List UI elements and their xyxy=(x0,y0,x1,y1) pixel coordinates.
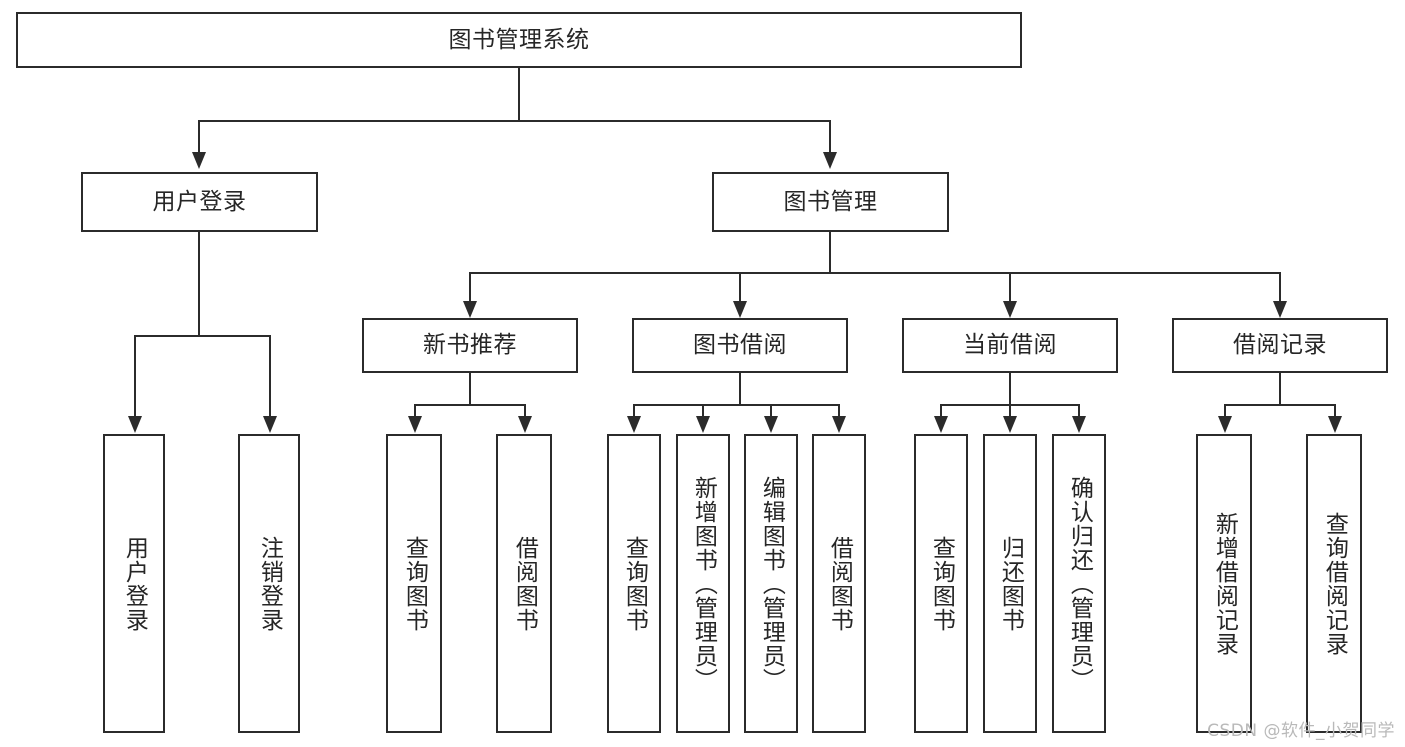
leaf-borrow-borrow-book[interactable]: 借阅图书 xyxy=(812,434,866,733)
arrowhead-borrow-leaf-2 xyxy=(696,416,710,433)
edge-recommend-stem xyxy=(469,373,471,405)
leaf-label: 新增借阅记录 xyxy=(1211,511,1238,656)
edge-recommend-bar xyxy=(414,404,525,406)
edge-bookmgmt-to-l3-1 xyxy=(469,272,471,302)
edge-current-to-leaf-2 xyxy=(1009,404,1011,417)
arrowhead-borrow-leaf-4 xyxy=(832,416,846,433)
arrowhead-record-leaf-1 xyxy=(1218,416,1232,433)
arrowhead-current-leaf-2 xyxy=(1003,416,1017,433)
edge-record-stem xyxy=(1279,373,1281,405)
leaf-label: 注销登录 xyxy=(256,535,283,632)
arrowhead-login-leaf-1 xyxy=(128,416,142,433)
leaf-label: 新增图书（管理员） xyxy=(690,475,717,692)
arrowhead-current-leaf-1 xyxy=(934,416,948,433)
leaf-current-confirm-return-admin[interactable]: 确认归还（管理员） xyxy=(1052,434,1106,733)
leaf-label: 查询图书 xyxy=(401,535,428,632)
edge-login-to-leaf-2 xyxy=(269,335,271,417)
node-label: 用户登录 xyxy=(152,188,247,215)
arrowhead-recommend-leaf-1 xyxy=(408,416,422,433)
edge-borrow-to-leaf-3 xyxy=(770,404,772,417)
arrowhead-record-leaf-2 xyxy=(1328,416,1342,433)
edge-login-to-leaf-1 xyxy=(134,335,136,417)
edge-recommend-to-leaf-1 xyxy=(414,404,416,417)
node-label: 图书管理系统 xyxy=(448,26,590,53)
watermark-text: CSDN @软件_小贺同学 xyxy=(1207,721,1395,741)
node-label: 当前借阅 xyxy=(963,332,1057,358)
arrowhead-l3-1 xyxy=(463,301,477,318)
arrowhead-l3-3 xyxy=(1003,301,1017,318)
node-label: 图书管理 xyxy=(783,188,878,215)
node-borrow-record[interactable]: 借阅记录 xyxy=(1172,318,1388,373)
edge-borrow-to-leaf-1 xyxy=(633,404,635,417)
edge-borrow-bar xyxy=(633,404,839,406)
arrowhead-root-to-bookmgmt xyxy=(823,152,837,169)
edge-record-to-leaf-2 xyxy=(1334,404,1336,417)
arrowhead-recommend-leaf-2 xyxy=(518,416,532,433)
edge-bookmgmt-to-l3-3 xyxy=(1009,272,1011,302)
edge-borrow-to-leaf-4 xyxy=(838,404,840,417)
arrowhead-l3-4 xyxy=(1273,301,1287,318)
edge-root-to-login xyxy=(198,120,200,153)
edge-recommend-to-leaf-2 xyxy=(524,404,526,417)
node-new-book-recommend[interactable]: 新书推荐 xyxy=(362,318,578,373)
leaf-recommend-query-book[interactable]: 查询图书 xyxy=(386,434,442,733)
leaf-current-query-book[interactable]: 查询图书 xyxy=(914,434,968,733)
edge-root-bar xyxy=(198,120,831,122)
edge-login-stem xyxy=(198,232,200,336)
leaf-label: 归还图书 xyxy=(997,535,1024,632)
leaf-label: 借阅图书 xyxy=(826,535,853,632)
leaf-label: 借阅图书 xyxy=(511,535,538,632)
node-current-borrow[interactable]: 当前借阅 xyxy=(902,318,1118,373)
node-book-borrow[interactable]: 图书借阅 xyxy=(632,318,848,373)
node-user-login[interactable]: 用户登录 xyxy=(81,172,318,232)
arrowhead-borrow-leaf-3 xyxy=(764,416,778,433)
leaf-borrow-add-book-admin[interactable]: 新增图书（管理员） xyxy=(676,434,730,733)
leaf-record-add-borrow-record[interactable]: 新增借阅记录 xyxy=(1196,434,1252,733)
leaf-current-return-book[interactable]: 归还图书 xyxy=(983,434,1037,733)
leaf-borrow-edit-book-admin[interactable]: 编辑图书（管理员） xyxy=(744,434,798,733)
edge-bookmgmt-to-l3-2 xyxy=(739,272,741,302)
edge-borrow-stem xyxy=(739,373,741,405)
arrowhead-current-leaf-3 xyxy=(1072,416,1086,433)
edge-bookmgmt-stem xyxy=(829,232,831,273)
arrowhead-login-leaf-2 xyxy=(263,416,277,433)
leaf-label: 用户登录 xyxy=(121,535,148,632)
edge-record-to-leaf-1 xyxy=(1224,404,1226,417)
leaf-label: 查询图书 xyxy=(621,535,648,632)
leaf-borrow-query-book[interactable]: 查询图书 xyxy=(607,434,661,733)
arrowhead-borrow-leaf-1 xyxy=(627,416,641,433)
arrowhead-root-to-login xyxy=(192,152,206,169)
leaf-user-login[interactable]: 用户登录 xyxy=(103,434,165,733)
leaf-recommend-borrow-book[interactable]: 借阅图书 xyxy=(496,434,552,733)
leaf-record-query-borrow-record[interactable]: 查询借阅记录 xyxy=(1306,434,1362,733)
edge-root-stem xyxy=(518,68,520,121)
node-label: 借阅记录 xyxy=(1233,332,1327,358)
edge-bookmgmt-bar xyxy=(469,272,1281,274)
leaf-label: 查询借阅记录 xyxy=(1321,511,1348,656)
edge-bookmgmt-to-l3-4 xyxy=(1279,272,1281,302)
leaf-label: 确认归还（管理员） xyxy=(1066,475,1093,692)
node-root-system[interactable]: 图书管理系统 xyxy=(16,12,1022,68)
edge-current-to-leaf-3 xyxy=(1078,404,1080,417)
leaf-label: 查询图书 xyxy=(928,535,955,632)
edge-record-bar xyxy=(1224,404,1335,406)
edge-root-to-bookmgmt xyxy=(829,120,831,153)
edge-current-stem xyxy=(1009,373,1011,405)
node-label: 图书借阅 xyxy=(693,332,787,358)
edge-current-to-leaf-1 xyxy=(940,404,942,417)
arrowhead-l3-2 xyxy=(733,301,747,318)
node-book-management[interactable]: 图书管理 xyxy=(712,172,949,232)
leaf-label: 编辑图书（管理员） xyxy=(758,475,785,692)
edge-borrow-to-leaf-2 xyxy=(702,404,704,417)
node-label: 新书推荐 xyxy=(423,332,517,358)
leaf-logout[interactable]: 注销登录 xyxy=(238,434,300,733)
edge-login-bar xyxy=(134,335,270,337)
